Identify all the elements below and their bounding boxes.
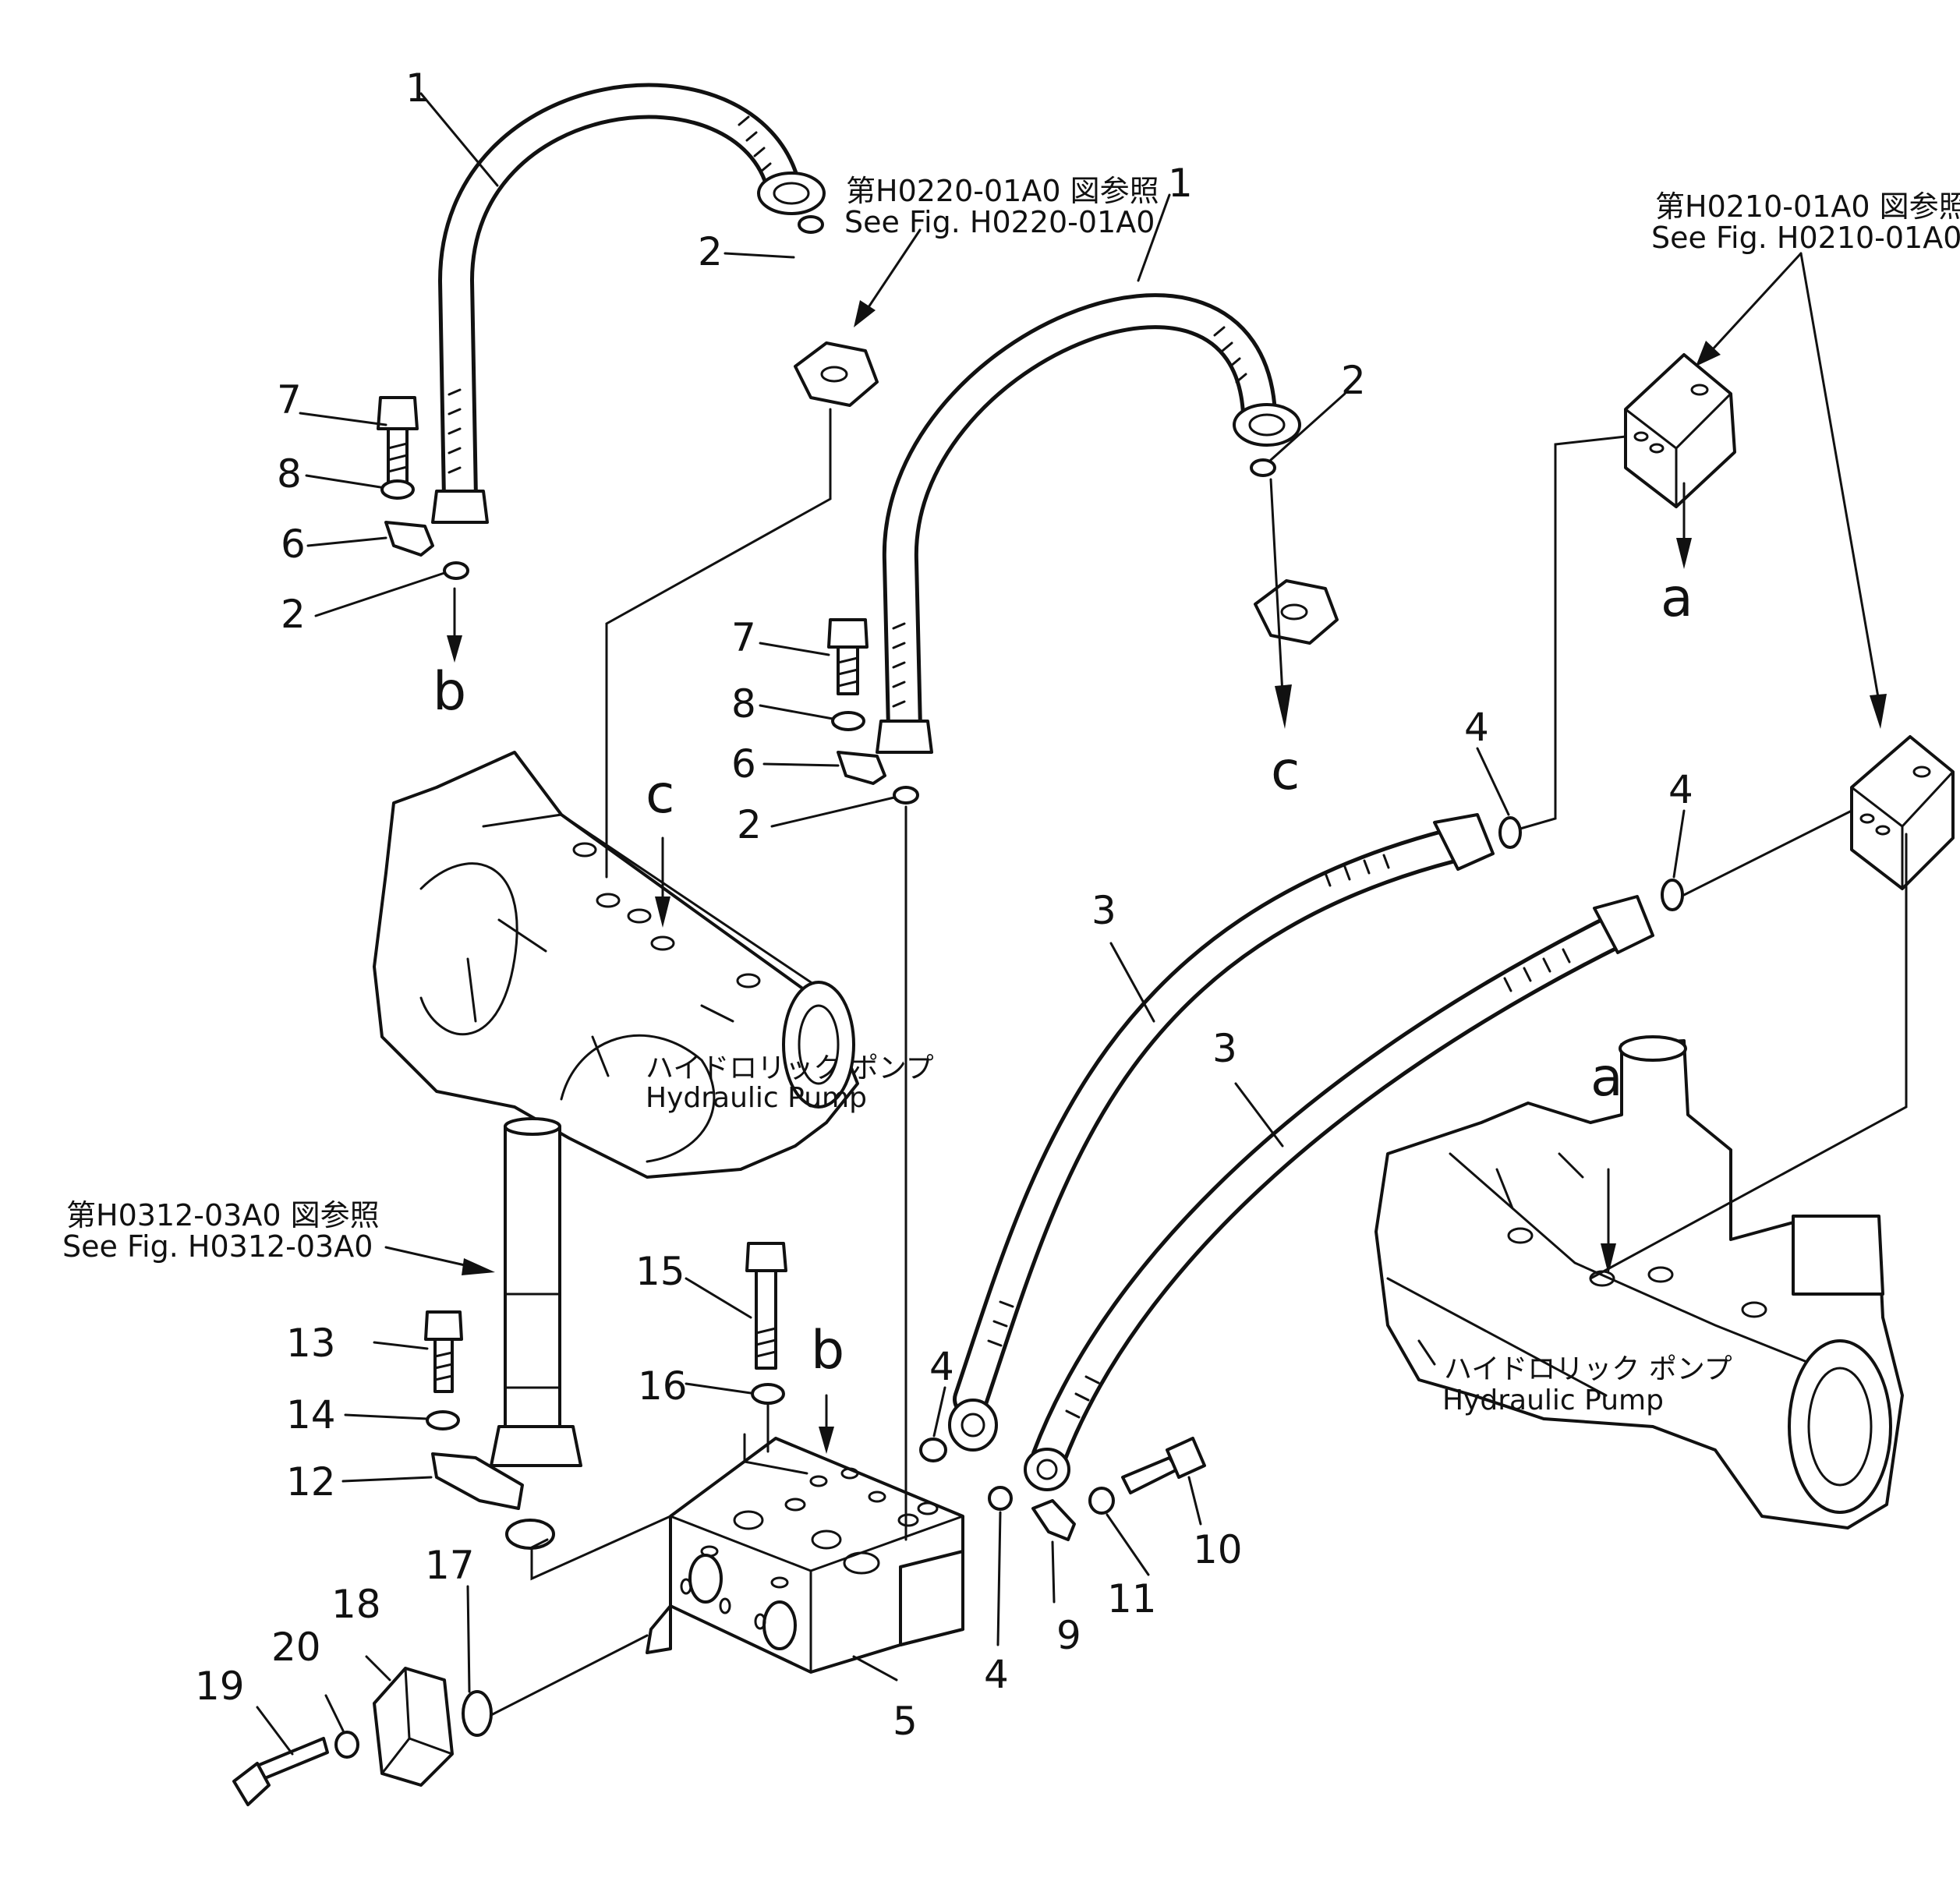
callout-6: 6 (281, 522, 306, 567)
junction-block-lower (1850, 735, 1955, 890)
callout-1: 1 (1168, 161, 1193, 206)
ref-h0312-jp: 第H0312-03A0 図参照 (66, 1198, 380, 1232)
small-parts (232, 215, 1684, 1806)
callout-19: 19 (195, 1664, 245, 1709)
callout-1: 1 (405, 65, 430, 111)
callout-18: 18 (331, 1582, 381, 1627)
callout-14: 14 (286, 1392, 336, 1438)
callout-9: 9 (1056, 1613, 1081, 1658)
pump-label-right-jp: ハイドロリック ポンプ (1444, 1353, 1732, 1385)
ref-h0220-en: See Fig. H0220-01A0 (844, 205, 1155, 239)
callout-4: 4 (984, 1652, 1009, 1697)
callout-2: 2 (281, 592, 306, 637)
figure-references: 第H0220-01A0 図参照 See Fig. H0220-01A0 第H02… (62, 174, 1960, 1264)
callout-2: 2 (1341, 358, 1366, 403)
valve-block-5 (646, 1437, 964, 1674)
callout-7: 7 (731, 615, 756, 660)
flange-block-left (794, 341, 879, 407)
hose-1-left (431, 83, 826, 524)
connector-b: b (433, 661, 466, 723)
arrows (384, 228, 1887, 1454)
callout-3: 3 (1212, 1026, 1237, 1071)
flange-block-right (1254, 579, 1339, 645)
callout-2: 2 (698, 229, 723, 274)
callout-5: 5 (893, 1699, 918, 1744)
component-labels: ハイドロリック ポンプ Hydraulic Pump ハイドロリック ポンプ H… (646, 1052, 1732, 1416)
ref-h0220-jp: 第H0220-01A0 図参照 (846, 174, 1159, 208)
pump-label-left-jp: ハイドロリック ポンプ (646, 1052, 934, 1084)
callout-3: 3 (1091, 888, 1116, 933)
callout-10: 10 (1193, 1527, 1243, 1572)
callout-15: 15 (635, 1249, 685, 1294)
callout-12: 12 (286, 1459, 336, 1505)
callout-8: 8 (277, 451, 302, 497)
suction-pipe (490, 1117, 582, 1467)
callout-7: 7 (277, 377, 302, 423)
callout-13: 13 (286, 1321, 336, 1366)
callout-numbers: 1 1 2 2 2 2 7 8 6 7 8 6 4 4 3 3 15 13 16… (195, 65, 1693, 1744)
connector-c: c (646, 764, 674, 826)
ref-h0210-en: See Fig. H0210-01A0 (1651, 221, 1960, 255)
callout-16: 16 (638, 1363, 688, 1409)
leader-lines (256, 92, 1908, 1756)
hose-3-lower (1024, 895, 1654, 1491)
callout-4: 4 (1464, 705, 1489, 750)
connector-a: a (1661, 568, 1693, 629)
callout-2: 2 (737, 802, 762, 847)
callout-20: 20 (271, 1625, 321, 1670)
ref-h0210-jp: 第H0210-01A0 図参照 (1655, 189, 1960, 224)
callout-4: 4 (1668, 767, 1693, 812)
callout-11: 11 (1107, 1576, 1157, 1621)
ref-h0312-en: See Fig. H0312-03A0 (62, 1229, 373, 1264)
hydraulic-pump-left (373, 751, 859, 1179)
connector-b: b (811, 1320, 844, 1381)
junction-block-upper (1624, 353, 1736, 508)
hose-3-upper (948, 813, 1495, 1452)
connection-letters: b c c a a b (433, 568, 1693, 1381)
connector-a: a (1590, 1047, 1623, 1109)
pump-label-left-en: Hydraulic Pump (646, 1082, 867, 1114)
connector-c: c (1271, 741, 1300, 802)
callout-17: 17 (425, 1543, 475, 1588)
callout-6: 6 (731, 741, 756, 787)
callout-8: 8 (731, 681, 756, 727)
hose-1-center (876, 293, 1301, 754)
callout-4: 4 (929, 1344, 954, 1389)
pump-label-right-en: Hydraulic Pump (1442, 1384, 1664, 1416)
hydraulic-pump-right (1374, 1035, 1904, 1529)
